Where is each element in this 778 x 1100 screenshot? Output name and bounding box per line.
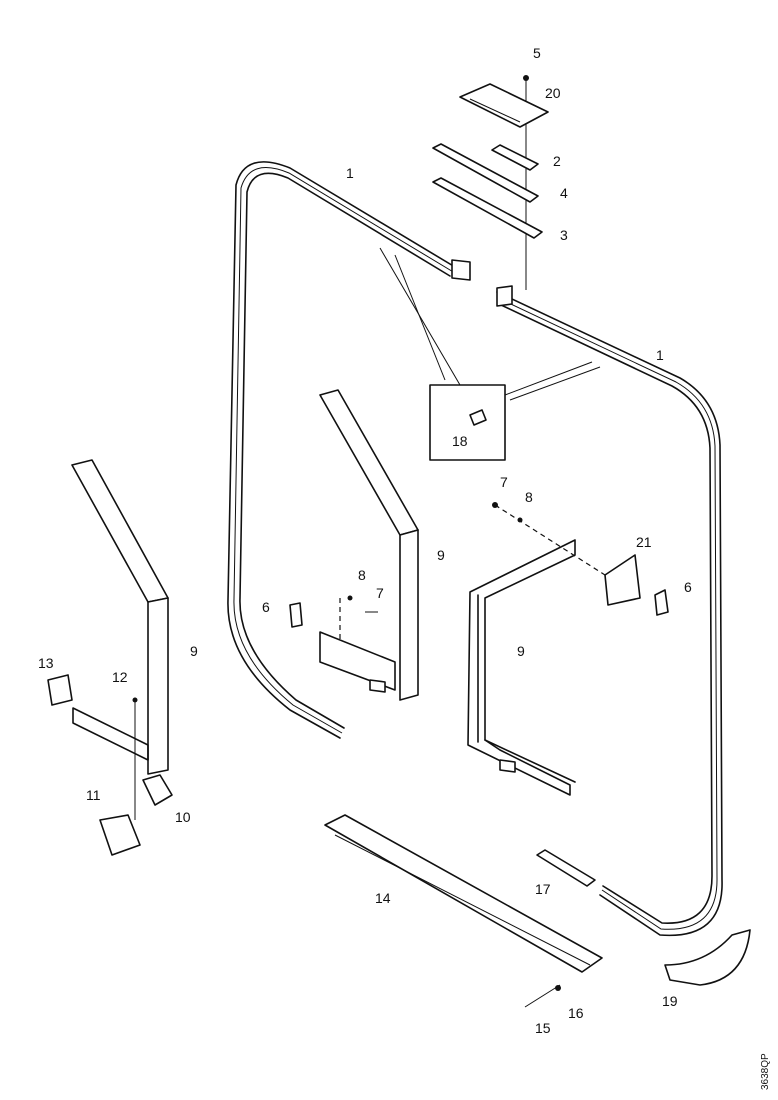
callout-2: 2 [553, 153, 561, 169]
callout-19: 19 [662, 993, 678, 1009]
callout-3: 3 [560, 227, 568, 243]
callout-9-left: 9 [190, 643, 198, 659]
callout-6-right: 6 [684, 579, 692, 595]
center-pillar [289, 389, 419, 701]
right-frame-bracket [467, 502, 669, 796]
callout-8-center: 8 [358, 567, 366, 583]
callout-1-top: 1 [346, 165, 354, 181]
callout-6-center: 6 [262, 599, 270, 615]
top-parts-stack [432, 75, 549, 290]
callout-5-top: 5 [533, 45, 541, 61]
callout-7-right: 7 [500, 474, 508, 490]
callout-14: 14 [375, 890, 391, 906]
callout-17: 17 [535, 881, 551, 897]
detail-inset [379, 247, 601, 461]
left-pillar [47, 459, 173, 856]
window-frame-seal [227, 161, 723, 937]
bottom-right-pieces [536, 849, 751, 986]
callout-1-right: 1 [656, 347, 664, 363]
reference-code: 3638QP [760, 1053, 771, 1090]
callout-8-right: 8 [525, 489, 533, 505]
callout-18: 18 [452, 433, 468, 449]
callout-10: 10 [175, 809, 191, 825]
bottom-rail [324, 814, 603, 1008]
callout-12: 12 [112, 669, 128, 685]
callout-9-center: 9 [437, 547, 445, 563]
clip-18 [469, 409, 487, 426]
callout-13: 13 [38, 655, 54, 671]
callout-21: 21 [636, 534, 652, 550]
callout-4: 4 [560, 185, 568, 201]
callout-labels: 5 20 2 4 3 1 1 18 7 8 21 6 9 8 7 6 9 9 1… [38, 45, 771, 1090]
callout-20: 20 [545, 85, 561, 101]
callout-9-right-frame: 9 [517, 643, 525, 659]
callout-11: 11 [86, 787, 101, 803]
callout-7-center: 7 [376, 585, 384, 601]
callout-15: 15 [535, 1020, 551, 1036]
callout-16: 16 [568, 1005, 584, 1021]
